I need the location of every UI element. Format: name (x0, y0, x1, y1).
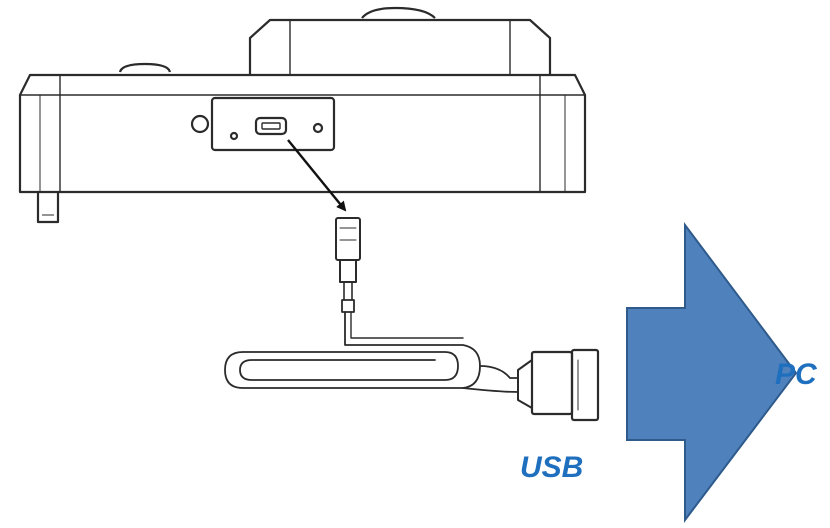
pc-label: PC (775, 358, 817, 391)
usb-label: USB (520, 451, 584, 484)
device-rear-icon (18, 6, 587, 224)
block-arrow-icon (626, 222, 798, 523)
usb-cable-icon (224, 217, 600, 422)
connection-pointer-arrow (287, 139, 347, 212)
